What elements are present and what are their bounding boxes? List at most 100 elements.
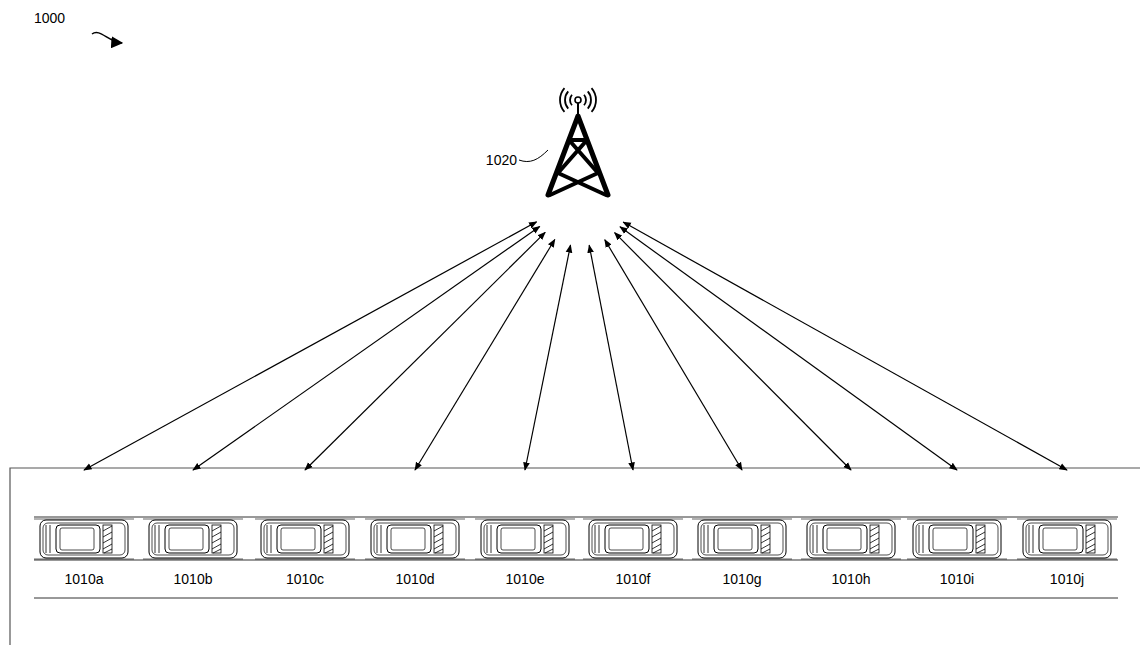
car-cabin — [1039, 525, 1083, 553]
radio-link — [305, 232, 545, 470]
car-roof — [501, 528, 535, 550]
car-cabin — [497, 525, 541, 553]
radio-wave — [588, 91, 591, 108]
car-roof — [827, 528, 861, 550]
car-body — [807, 520, 895, 558]
car-edge-line — [1017, 519, 1117, 559]
car-body-inner — [374, 523, 456, 555]
car-drawing — [475, 516, 575, 566]
car-drawing — [583, 516, 683, 566]
car-rear-window — [704, 525, 708, 553]
car-body — [371, 520, 459, 558]
car-body-inner — [916, 523, 998, 555]
car-lines — [255, 519, 355, 559]
car-edge-line — [143, 519, 243, 559]
car-windshield — [1086, 525, 1095, 553]
car-lines — [907, 519, 1007, 559]
car-edge-line — [801, 519, 901, 559]
car-body — [261, 520, 349, 558]
windshield-hatch — [652, 526, 661, 553]
vehicle-label: 1010b — [174, 571, 213, 587]
car-windshield — [324, 525, 333, 553]
car-drawing — [907, 516, 1007, 566]
car-edge-line — [907, 519, 1007, 559]
car-body — [698, 520, 786, 558]
car-rear-window — [155, 525, 159, 553]
car-body-inner — [484, 523, 566, 555]
radio-wave — [565, 91, 568, 108]
car-roof — [391, 528, 425, 550]
car-cabin — [929, 525, 973, 553]
tower-symbol — [520, 78, 635, 250]
tower-lines — [548, 88, 608, 195]
vehicle: 1010e — [475, 470, 575, 595]
car-lines — [583, 519, 683, 559]
vehicle: 1010i — [907, 470, 1007, 595]
car-body-inner — [701, 523, 783, 555]
car-edge-line — [583, 519, 683, 559]
car-lines — [143, 519, 243, 559]
windshield-hatch — [212, 526, 221, 553]
vehicle: 1010d — [365, 470, 465, 595]
vehicle-label: 1010e — [506, 571, 545, 587]
radio-wave — [570, 95, 572, 106]
car-roof — [933, 528, 967, 550]
car-body-inner — [592, 523, 674, 555]
tower-brace — [550, 140, 606, 195]
car-roof — [60, 528, 94, 550]
windshield-hatch — [434, 526, 443, 553]
car-drawing — [143, 516, 243, 566]
car-body-inner — [264, 523, 346, 555]
radio-link — [615, 233, 851, 470]
car-body — [589, 520, 677, 558]
car-windshield — [976, 525, 985, 553]
car-rear-window — [487, 525, 491, 553]
radio-link — [84, 222, 537, 470]
car-drawing — [692, 516, 792, 566]
windshield-hatch — [870, 526, 879, 553]
car-windshield — [434, 525, 443, 553]
windshield-hatch — [976, 526, 985, 553]
car-roof — [718, 528, 752, 550]
car-lines — [365, 519, 465, 559]
car-body — [149, 520, 237, 558]
radio-link — [415, 240, 555, 471]
windshield-hatch — [761, 526, 770, 553]
car-windshield — [103, 525, 112, 553]
radio-link — [623, 222, 1067, 470]
vehicle: 1010c — [255, 470, 355, 595]
antenna-dot — [575, 97, 581, 103]
car-drawing — [1017, 516, 1117, 566]
base-station: 1020 — [520, 78, 635, 250]
car-roof — [609, 528, 643, 550]
callout-number: 1020 — [486, 152, 517, 168]
car-windshield — [544, 525, 553, 553]
windshield-hatch — [103, 526, 112, 553]
vehicle-label: 1010d — [396, 571, 435, 587]
car-body-inner — [1026, 523, 1108, 555]
radio-wave — [560, 88, 564, 112]
car-cabin — [714, 525, 758, 553]
car-lines — [475, 519, 575, 559]
car-edge-line — [692, 519, 792, 559]
car-drawing — [34, 516, 134, 566]
windshield-hatch — [544, 526, 553, 553]
car-edge-line — [475, 519, 575, 559]
vehicle-label: 1010i — [940, 571, 974, 587]
vehicle-label: 1010g — [723, 571, 762, 587]
leader-line — [519, 150, 548, 162]
lane-line — [34, 517, 1118, 518]
car-cabin — [823, 525, 867, 553]
lane-line — [34, 560, 1118, 561]
car-body — [40, 520, 128, 558]
car-rear-window — [46, 525, 50, 553]
car-edge-line — [255, 519, 355, 559]
car-rear-window — [919, 525, 923, 553]
car-roof — [169, 528, 203, 550]
vehicle: 1010f — [583, 470, 683, 595]
car-lines — [34, 519, 134, 559]
car-lines — [692, 519, 792, 559]
car-windshield — [212, 525, 221, 553]
vehicle-label: 1010j — [1050, 571, 1084, 587]
